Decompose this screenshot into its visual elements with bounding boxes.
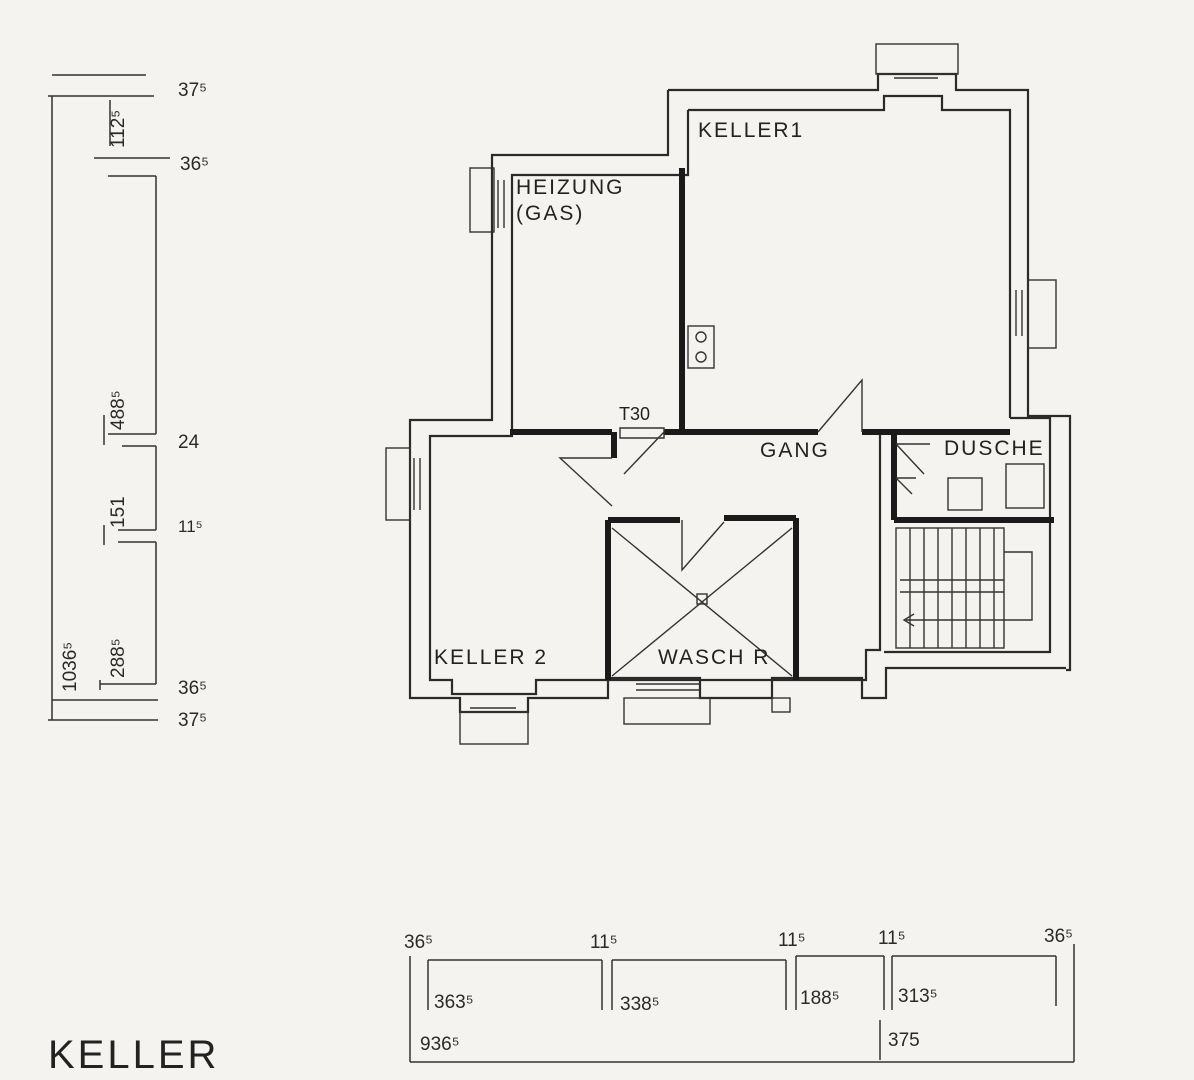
floor-title: KELLER — [48, 1033, 219, 1077]
dim-bottom-115-a: 11⁵ — [590, 932, 618, 953]
outer-walls — [408, 72, 1072, 714]
label-heizung: HEIZUNG — [516, 176, 625, 199]
chimney-symbol — [687, 325, 715, 369]
label-keller2: KELLER 2 — [434, 646, 548, 669]
shower-fixtures — [947, 463, 1045, 511]
dim-left-375-bottom: 37⁵ — [178, 710, 207, 731]
dim-left-1125: 112⁵ — [108, 110, 129, 148]
dim-bottom-365-right: 36⁵ — [1044, 926, 1073, 947]
dim-left-2885: 288⁵ — [108, 638, 129, 678]
dim-left-115: 11⁵ — [178, 517, 203, 536]
dim-bottom-3385: 338⁵ — [620, 994, 660, 1015]
dim-left-365-top: 36⁵ — [180, 154, 209, 175]
dim-bottom-115-c: 11⁵ — [878, 928, 906, 949]
dim-left-10365: 1036⁵ — [60, 642, 81, 692]
dim-bottom-9365: 936⁵ — [420, 1034, 460, 1055]
dim-bottom-365-left: 36⁵ — [404, 932, 433, 953]
dim-bottom-1885: 188⁵ — [800, 988, 840, 1009]
label-heizung-gas: (GAS) — [516, 202, 584, 225]
dim-left-151: 151 — [108, 496, 129, 528]
dim-bottom-3635: 363⁵ — [434, 992, 474, 1013]
label-dusche: DUSCHE — [944, 437, 1045, 460]
dim-left-4885: 488⁵ — [108, 390, 129, 430]
dim-bottom-115-b: 11⁵ — [778, 930, 806, 951]
label-keller1: KELLER1 — [698, 119, 804, 142]
stairs — [895, 527, 1033, 649]
windows — [385, 43, 1057, 745]
dimension-chain-left — [48, 74, 170, 721]
dim-bottom-375: 375 — [888, 1030, 920, 1051]
label-t30: T30 — [619, 404, 650, 424]
dimension-chain-bottom — [409, 944, 1075, 1063]
dim-left-24: 24 — [178, 432, 200, 453]
inner-walls — [510, 168, 1054, 680]
waschraum-cross — [611, 527, 793, 677]
label-gang: GANG — [760, 439, 830, 462]
dim-left-375-top: 37⁵ — [178, 80, 207, 101]
dim-left-365-bottom: 36⁵ — [178, 678, 207, 699]
label-waschraum: WASCH R — [658, 646, 770, 669]
doors — [558, 378, 930, 572]
dim-bottom-3135: 313⁵ — [898, 986, 938, 1007]
